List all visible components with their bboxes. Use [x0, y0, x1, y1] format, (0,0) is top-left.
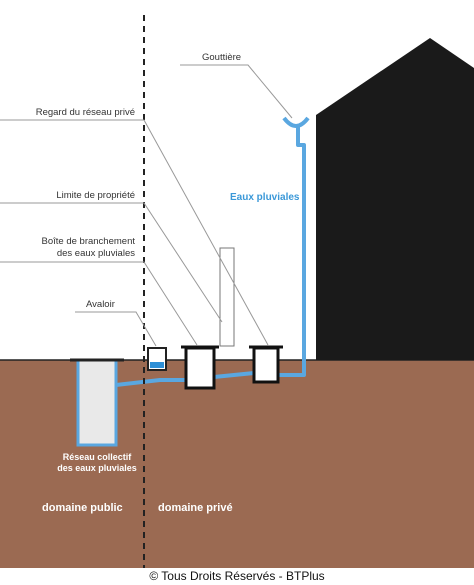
label-boite-1: Boîte de branchement — [41, 236, 135, 247]
avaloir-water — [150, 362, 164, 368]
label-eaux-pluviales: Eaux pluviales — [230, 192, 300, 203]
property-limit-post — [219, 247, 235, 347]
label-regard: Regard du réseau privé — [35, 107, 135, 118]
label-gouttiere: Gouttière — [202, 52, 242, 63]
label-reseau-1: Réseau collectif — [62, 452, 132, 462]
label-limite: Limite de propriété — [56, 190, 135, 201]
branch-box — [184, 346, 216, 390]
label-domaine-public: domaine public — [42, 502, 123, 514]
downpipe — [278, 125, 306, 377]
pipes — [115, 116, 310, 387]
pipe-avaloir-to-box — [115, 378, 186, 387]
private-manhole — [252, 346, 280, 384]
copyright-footer: © Tous Droits Réservés - BTPlus — [0, 568, 474, 585]
label-domaine-prive: domaine privé — [158, 502, 233, 514]
pipe-box-to-regard — [213, 371, 255, 379]
label-boite-2: des eaux pluviales — [56, 248, 135, 259]
label-avaloir: Avaloir — [86, 299, 115, 310]
house — [316, 38, 474, 360]
collective-network-shaft — [76, 358, 118, 447]
label-reseau-2: des eaux pluviales — [57, 463, 137, 473]
gutter-funnel — [282, 116, 310, 128]
leader-lines — [0, 64, 293, 347]
